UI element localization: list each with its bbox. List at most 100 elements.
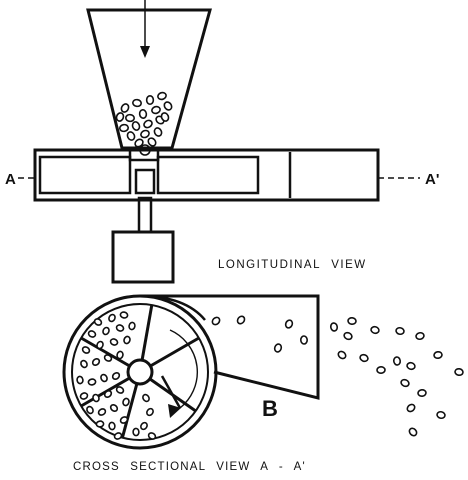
pocket-pellet xyxy=(96,340,104,350)
pocket-pellet xyxy=(79,392,89,400)
hopper-pellet xyxy=(140,129,150,139)
pocket-pellets xyxy=(76,311,157,440)
hopper-pellet xyxy=(134,138,144,148)
pocket-pellet xyxy=(108,313,116,323)
pocket-pellet xyxy=(116,350,124,360)
rotor-vane xyxy=(80,336,131,368)
pocket-pellet xyxy=(109,338,119,346)
hopper-outlet-pellet xyxy=(139,144,151,156)
drive-shaft xyxy=(137,196,153,234)
hopper-pellet xyxy=(125,113,135,123)
discharged-pellet xyxy=(436,410,446,420)
hopper-pellet xyxy=(143,119,153,129)
rotation-arrow-shaft xyxy=(160,375,182,409)
rotor-hub xyxy=(126,358,154,386)
pocket-pellet xyxy=(92,393,100,403)
pocket-pellet xyxy=(81,346,91,354)
discharged-pellet xyxy=(236,315,246,325)
pocket-pellet xyxy=(115,324,125,332)
section-label-right: A' xyxy=(425,171,439,188)
pocket-pellet xyxy=(146,407,154,417)
discharged-pellet xyxy=(211,316,221,326)
rotor-housing xyxy=(33,148,380,202)
cross-section-housing xyxy=(140,294,320,400)
discharged-pellet xyxy=(406,403,416,413)
pocket-pellet xyxy=(113,432,123,440)
hopper-pellet xyxy=(147,137,157,147)
discharged-pellet xyxy=(329,322,339,332)
discharged-pellet xyxy=(376,365,386,375)
pocket-pellet xyxy=(103,389,113,399)
hopper-pellet xyxy=(126,131,136,141)
hopper-pellet xyxy=(157,91,167,101)
hopper-pellet xyxy=(163,101,173,111)
discharged-pellet xyxy=(347,316,357,326)
discharged-pellet xyxy=(406,361,416,371)
pocket-pellet xyxy=(132,427,140,437)
rotor-drum-inner xyxy=(71,303,209,441)
pocket-pellet xyxy=(103,354,113,362)
pocket-pellet xyxy=(97,408,107,416)
discharged-pellet xyxy=(400,378,410,388)
hopper-pellet xyxy=(153,127,163,137)
pocket-pellet xyxy=(108,421,116,431)
pocket-pellet xyxy=(91,357,101,367)
hopper-pellet xyxy=(132,98,142,108)
pocket-pellet xyxy=(95,420,105,428)
hopper-pellets xyxy=(115,91,173,148)
hopper-pellet xyxy=(120,103,130,113)
hopper-pellet xyxy=(131,121,141,131)
pocket-pellet xyxy=(115,386,125,394)
pocket-pellet xyxy=(80,359,88,369)
rotor-shaft-slot xyxy=(134,168,156,195)
pocket-pellet xyxy=(119,416,129,424)
hopper-pellet xyxy=(160,112,170,122)
outlet-label: B xyxy=(262,396,278,421)
discharged-pellet xyxy=(392,356,402,366)
pocket-pellet xyxy=(87,330,97,338)
pocket-pellet xyxy=(87,378,97,386)
pocket-pellet xyxy=(102,326,110,336)
discharged-pellet xyxy=(454,367,464,377)
hopper-pellet xyxy=(138,109,148,119)
hopper xyxy=(86,8,212,150)
pocket-pellet xyxy=(140,421,148,431)
pocket-pellet xyxy=(76,375,84,385)
discharged-pellet xyxy=(337,350,347,360)
discharged-pellet xyxy=(415,331,425,341)
pocket-pellet xyxy=(123,335,131,345)
discharged-pellet xyxy=(273,343,283,353)
discharged-pellet xyxy=(359,353,369,363)
cross-sectional-view: B CROSS SECTIONAL VIEW A - A' xyxy=(62,294,464,473)
pocket-pellet xyxy=(142,393,150,403)
pocket-pellet xyxy=(100,373,108,383)
hopper-pellet xyxy=(145,95,155,106)
rotation-arrow xyxy=(169,329,198,409)
feed-arrow-head xyxy=(140,46,150,58)
hopper-outlet xyxy=(128,150,160,162)
discharged-pellet xyxy=(417,388,427,398)
discharged-pellet xyxy=(299,335,309,345)
pocket-pellet xyxy=(111,372,121,380)
section-label-left: A xyxy=(5,171,16,188)
pocket-pellet xyxy=(86,405,94,415)
rotation-arrow-head xyxy=(168,404,181,418)
longitudinal-view-label: LONGITUDINAL VIEW xyxy=(218,259,367,271)
pocket-pellet xyxy=(147,432,157,440)
rotor-chamber-left xyxy=(38,155,132,195)
motor xyxy=(111,230,175,284)
discharged-pellet xyxy=(284,319,294,329)
pocket-pellet xyxy=(109,403,119,413)
hopper-pellet xyxy=(119,123,129,133)
rotor-vane xyxy=(149,336,200,368)
pocket-pellet xyxy=(119,311,129,319)
longitudinal-view: A A' LONGITUDINAL VIEW xyxy=(5,0,439,284)
discharged-pellet xyxy=(395,326,405,336)
pocket-pellet xyxy=(93,318,103,326)
discharged-pellet xyxy=(408,427,418,437)
pocket-pellet xyxy=(128,321,136,331)
hopper-pellet xyxy=(151,105,161,115)
discharged-pellet xyxy=(370,325,380,335)
rotor-vane xyxy=(140,304,154,361)
